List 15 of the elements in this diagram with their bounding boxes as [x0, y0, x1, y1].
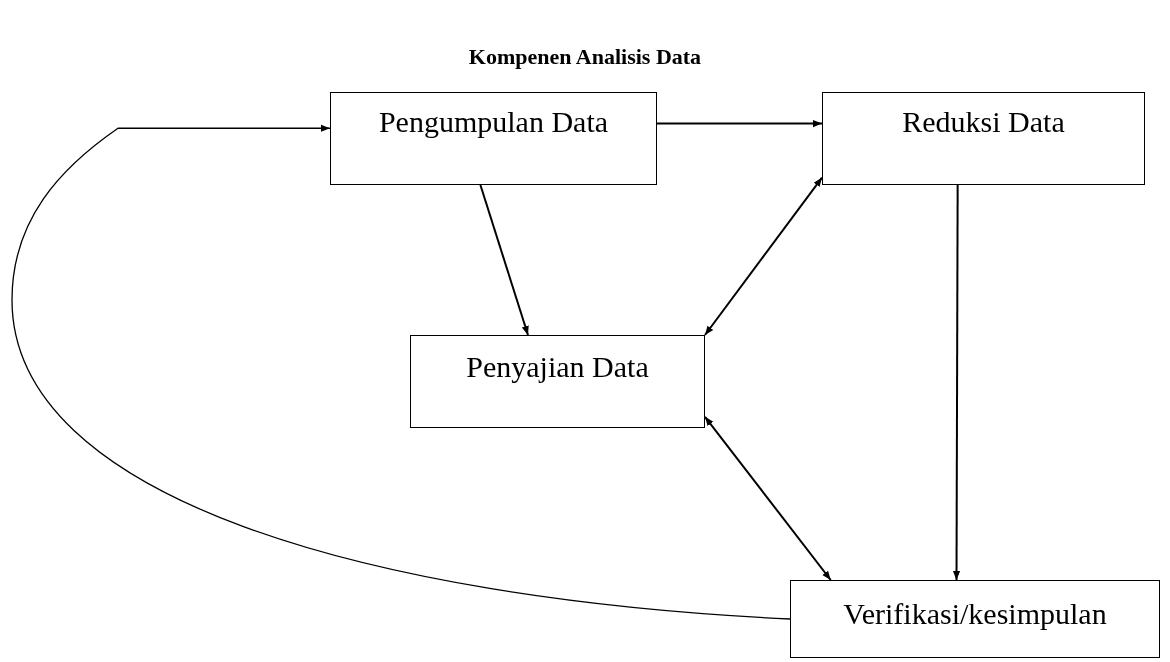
process-box: [330, 92, 657, 185]
arrow: [952, 184, 961, 581]
arrow: [479, 184, 529, 336]
diagram-title: Kompenen Analisis Data: [468, 43, 702, 71]
process-box: [410, 335, 705, 428]
box-label: Penyajian Data: [466, 349, 649, 385]
arrow: [11, 124, 791, 620]
process-box: [822, 92, 1145, 185]
arrow: [656, 120, 823, 128]
arrow: [704, 176, 823, 336]
process-box: [790, 580, 1160, 658]
box-label: Reduksi Data: [902, 104, 1065, 140]
box-label: Pengumpulan Data: [378, 104, 609, 140]
box-label: Verifikasi/kesimpulan: [843, 596, 1107, 632]
arrow: [704, 415, 832, 581]
